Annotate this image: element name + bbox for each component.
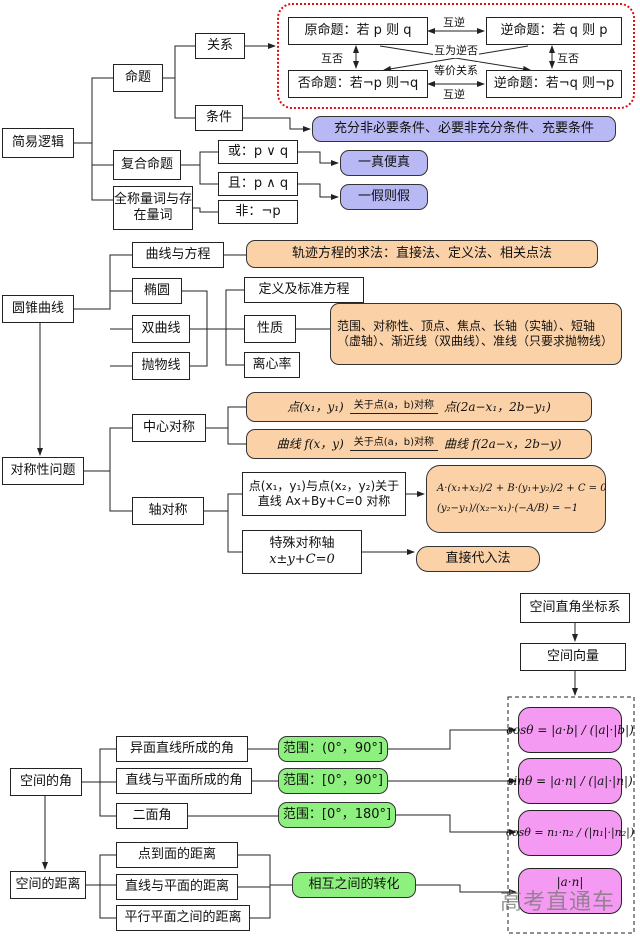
original-proposition: 原命题：若 p 则 q: [288, 17, 428, 45]
line-symmetry-node: 点(x₁，y₁)与点(x₂，y₂)关于直线 Ax+By+C=0 对称: [242, 472, 406, 516]
point-central-rule: 点(x₁，y₁) 关于点(a，b)对称 点(2a−x₁，2b−y₁): [246, 392, 592, 422]
compound-node: 复合命题: [113, 150, 181, 180]
formula-line-plane-angle: sinθ = |a·n| / (|a|·|n|): [507, 758, 633, 804]
plane-plane-distance: 平行平面之间的距离: [116, 905, 250, 931]
one-false-node: 一假则假: [340, 184, 428, 210]
label-equivalent: 等价关系: [433, 62, 479, 78]
range-line-plane: 范围：[0°，90°]: [278, 768, 388, 794]
range-dihedral: 范围：[0°，180°]: [278, 802, 396, 828]
label-converse-bottom: 互逆: [442, 86, 466, 102]
label-negation-right: 互否: [556, 50, 580, 66]
formula-text: |a·n|: [556, 875, 584, 889]
formula-text: sinθ = |a·n| / (|a|·|n|): [507, 773, 633, 788]
special-axis-eq: x±y+C=0: [269, 552, 335, 567]
eccentricity-node: 离心率: [244, 352, 300, 378]
hyperbola-node: 双曲线: [132, 315, 190, 343]
quantifier-node: 全称量词与存在量词: [113, 186, 193, 230]
line-symmetry-formula: A·(x₁+x₂)/2 + B·(y₁+y₂)/2 + C = 0 (y₂−y₁…: [426, 465, 607, 533]
formula-skew-angle: cosθ = |a·b| / (|a|·|b|): [506, 707, 634, 753]
contrapositive-proposition: 逆命题：若¬q 则¬p: [486, 70, 622, 98]
label-negation-left: 互否: [320, 50, 344, 66]
not-node: 非：¬p: [218, 200, 298, 224]
condition-node: 条件: [195, 105, 243, 131]
formula-dihedral-angle: cosθ = n₁·n₂ / (|n₁|·|n₂|): [506, 810, 634, 856]
skew-angle-node: 异面直线所成的角: [116, 736, 248, 762]
range-skew: 范围：(0°，90°]: [278, 736, 388, 762]
axial-symmetry-node: 轴对称: [132, 497, 204, 525]
conic-root: 圆锥曲线: [2, 295, 74, 323]
property-node: 性质: [244, 315, 296, 343]
space-vector-node: 空间向量: [520, 643, 626, 671]
logic-root: 简易逻辑: [2, 128, 74, 158]
formula-midpoint: A·(x₁+x₂)/2 + B·(y₁+y₂)/2 + C = 0: [437, 482, 607, 494]
ellipse-node: 椭圆: [132, 278, 182, 304]
rule-right: 点(2a−x₁，2b−y₁): [444, 399, 551, 414]
curve-equation-node: 曲线与方程: [132, 242, 224, 268]
locus-methods: 轨迹方程的求法：直接法、定义法、相关点法: [246, 240, 598, 268]
proposition-node: 命题: [113, 64, 163, 92]
label-contrapositive: 互为逆否: [433, 42, 479, 58]
central-symmetry-node: 中心对称: [132, 414, 206, 442]
space-distance-root: 空间的距离: [10, 871, 86, 899]
rule-left: 曲线 f(x，y): [276, 436, 344, 451]
or-node: 或：p ∨ q: [218, 140, 298, 164]
parabola-node: 抛物线: [132, 352, 190, 380]
rule-arrow-label: 关于点(a，b)对称: [349, 400, 439, 414]
special-axis-node: 特殊对称轴 x±y+C=0: [242, 530, 362, 574]
mutual-transform: 相互之间的转化: [292, 872, 416, 898]
rule-right: 曲线 f(2a−x，2b−y): [444, 436, 562, 451]
one-true-node: 一真便真: [340, 150, 428, 176]
rule-left: 点(x₁，y₁): [287, 399, 344, 414]
line-plane-distance: 直线与平面的距离: [116, 874, 238, 900]
direct-substitution: 直接代入法: [416, 546, 540, 572]
formula-distance: |a·n|: [518, 868, 622, 914]
formula-text: cosθ = |a·b| / (|a|·|b|): [506, 722, 634, 737]
label-converse-top: 互逆: [442, 14, 466, 30]
dihedral-node: 二面角: [116, 803, 188, 829]
definition-node: 定义及标准方程: [244, 277, 364, 303]
point-plane-distance: 点到面的距离: [116, 842, 238, 868]
inverse-proposition: 否命题：若¬p 则¬q: [288, 70, 428, 98]
condition-types: 充分非必要条件、必要非充分条件、充要条件: [312, 116, 616, 142]
space-angle-root: 空间的角: [10, 768, 82, 796]
coordinate-system-node: 空间直角坐标系: [520, 593, 630, 623]
curve-central-rule: 曲线 f(x，y) 关于点(a，b)对称 曲线 f(2a−x，2b−y): [246, 429, 592, 459]
formula-perpendicular: (y₂−y₁)/(x₂−x₁)·(−A/B) = −1: [437, 503, 579, 514]
converse-proposition: 逆命题：若 q 则 p: [486, 17, 622, 45]
formula-text: cosθ = n₁·n₂ / (|n₁|·|n₂|): [505, 826, 635, 840]
special-axis-label: 特殊对称轴: [269, 535, 335, 551]
symmetry-root: 对称性问题: [2, 457, 84, 485]
line-plane-angle-node: 直线与平面所成的角: [116, 768, 252, 794]
and-node: 且：p ∧ q: [218, 172, 298, 196]
watermark: 高考直通车: [500, 890, 616, 915]
property-detail: 范围、对称性、顶点、焦点、长轴（实轴）、短轴（虚轴）、渐近线（双曲线）、准线（只…: [330, 303, 622, 365]
relation-node: 关系: [195, 33, 245, 59]
rule-arrow-label: 关于点(a，b)对称: [349, 437, 439, 451]
